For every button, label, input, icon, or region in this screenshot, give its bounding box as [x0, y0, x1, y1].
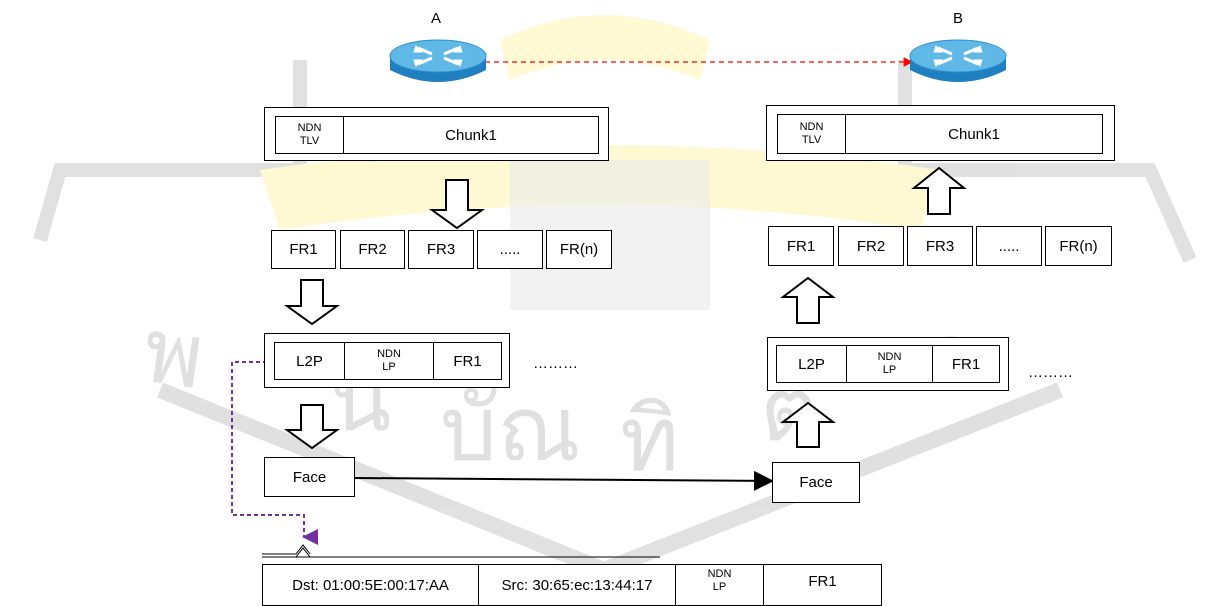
right-fragment: .....: [976, 226, 1042, 266]
ethernet-frame: Dst: 01:00:5E:00:17:AA Src: 30:65:ec:13:…: [262, 564, 882, 606]
right-fragment: FR2: [838, 226, 904, 266]
left-fragment: FR3: [408, 230, 474, 269]
right-ndn-tlv-header: NDN TLV: [778, 115, 846, 153]
router-b-label: B: [953, 10, 963, 27]
right-fragment: FR3: [907, 226, 973, 266]
left-ndn-tlv-header: NDN TLV: [276, 117, 344, 153]
right-l2p-label: L2P: [777, 346, 847, 382]
left-ndn-lp-header: NDN LP: [345, 343, 434, 379]
right-l2p-fragment: FR1: [933, 346, 999, 382]
router-a-label: A: [431, 10, 441, 27]
left-fragment: FR2: [340, 230, 405, 269]
left-fragment: FR1: [271, 230, 336, 269]
router-b-icon: [908, 36, 1008, 90]
left-fragment: .....: [477, 230, 543, 269]
right-ndn-lp-header: NDN LP: [847, 346, 933, 382]
left-l2p-ellipsis: ………: [533, 355, 578, 372]
left-l2p-label: L2P: [275, 343, 345, 379]
frame-fragment: FR1: [764, 565, 881, 605]
right-l2p-container: L2P NDN LP FR1: [767, 337, 1009, 391]
left-chunk-label: Chunk1: [344, 117, 598, 153]
left-l2p-fragment: FR1: [434, 343, 501, 379]
up-arrow-icon: [783, 278, 833, 323]
down-arrow-icon: [432, 180, 482, 228]
up-arrow-icon: [914, 168, 964, 214]
left-chunk-container: NDN TLV Chunk1: [264, 107, 609, 161]
down-arrow-icon: [287, 280, 337, 324]
right-fragment: FR(n): [1045, 226, 1112, 266]
left-chunk-packet: NDN TLV Chunk1: [275, 116, 599, 154]
right-chunk-container: NDN TLV Chunk1: [766, 105, 1115, 161]
down-arrow-icon: [287, 405, 337, 448]
right-chunk-packet: NDN TLV Chunk1: [777, 114, 1103, 154]
right-fragment: FR1: [768, 226, 834, 266]
frame-ndn-lp-header: NDN LP: [676, 565, 764, 605]
router-a-icon: [388, 36, 488, 90]
right-face: Face: [772, 462, 860, 503]
frame-dst: Dst: 01:00:5E:00:17:AA: [263, 565, 479, 605]
frame-src: Src: 30:65:ec:13:44:17: [479, 565, 676, 605]
up-arrow-icon: [783, 403, 833, 447]
right-l2p-packet: L2P NDN LP FR1: [776, 345, 1000, 383]
right-l2p-ellipsis: ………: [1028, 364, 1073, 381]
left-fragment: FR(n): [546, 230, 612, 269]
left-l2p-container: L2P NDN LP FR1: [264, 333, 510, 388]
left-l2p-packet: L2P NDN LP FR1: [274, 342, 502, 380]
left-face: Face: [264, 457, 355, 497]
right-chunk-label: Chunk1: [846, 115, 1102, 153]
